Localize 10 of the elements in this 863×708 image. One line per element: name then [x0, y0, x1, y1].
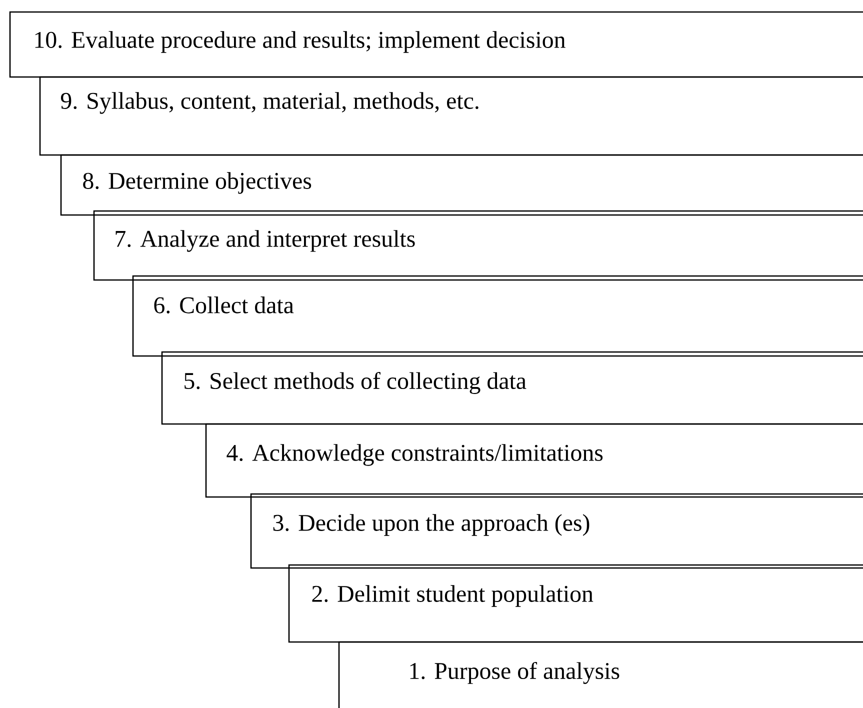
step-box: 8. Determine objectives [60, 154, 863, 216]
step-box: 4. Acknowledge constraints/limitations [205, 423, 863, 498]
step-box: 10. Evaluate procedure and results; implement decision [9, 11, 863, 78]
step-box: 6. Collect data [132, 275, 863, 357]
step-box: 1. Purpose of analysis [338, 641, 863, 708]
step-box: 7. Analyze and interpret results [93, 210, 863, 281]
step-box: 3. Decide upon the approach (es) [250, 493, 863, 569]
step-box: 5. Select methods of collecting data [161, 351, 863, 425]
step-box: 9. Syllabus, content, material, methods, etc. [39, 76, 863, 156]
step-box: 2. Delimit student population [288, 564, 863, 643]
